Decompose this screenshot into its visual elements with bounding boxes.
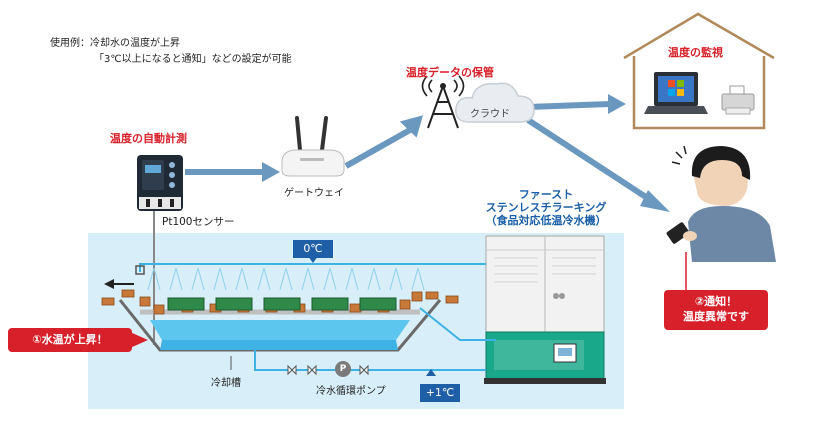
conveyor-direction-arrow [104, 279, 134, 289]
cloud-icon [455, 82, 535, 123]
notice-line-1: ②通知！ [694, 295, 738, 308]
food-packs [167, 297, 397, 311]
gateway-label: ゲートウェイ [284, 188, 344, 199]
sensor-device-icon [137, 155, 183, 211]
outlet-temp-tag: 0℃ [293, 240, 333, 258]
chiller-line-1: ファースト [518, 188, 574, 201]
return-temp-tag: +1℃ [420, 384, 460, 402]
pump-label: 冷水循環ポンプ [316, 386, 386, 397]
arrow-gateway-to-cloud [344, 115, 424, 169]
auto-measure-title: 温度の自動計測 [110, 132, 187, 145]
notice-pointer [685, 252, 687, 292]
arrow-cloud-to-person [526, 117, 670, 212]
sensor-label: Pt100センサー [162, 216, 235, 228]
gateway-router-icon [281, 116, 345, 177]
return-temp-pointer [426, 369, 436, 376]
antenna-tower-icon [421, 75, 465, 129]
chiller-line-2: ステンレスチラーキング [485, 201, 607, 214]
notice-callout: ②通知！ 温度異常です [664, 290, 768, 330]
valve-icon [287, 364, 317, 376]
person-smartphone-icon [666, 145, 776, 262]
cloud-label: クラウド [470, 109, 510, 120]
pump-symbol: P [339, 364, 347, 374]
printer-icon [721, 85, 755, 115]
notice-line-2: 温度異常です [683, 310, 749, 323]
valve-icon-2 [359, 364, 369, 376]
chiller-unit-icon [484, 235, 606, 384]
return-pipe [254, 307, 496, 371]
spray-bar [135, 263, 486, 291]
example-line-2: 「3℃以上になると通知」などの設定が可能 [94, 54, 292, 65]
arrow-sensor-to-gateway [185, 162, 280, 182]
cloud-storage-title: 温度データの保管 [406, 66, 494, 79]
monitoring-title: 温度の監視 [668, 46, 723, 59]
arrow-cloud-to-monitor [527, 94, 626, 114]
tank-alert-callout: ①水温が上昇！ [8, 328, 132, 352]
tank-label: 冷却槽 [211, 378, 241, 389]
example-line-1: 使用例：冷却水の温度が上昇 [50, 38, 180, 49]
pump-icon [335, 361, 351, 377]
laptop-icon [644, 72, 708, 114]
chiller-line-3: （食品対応低温冷水機） [485, 214, 607, 227]
house-icon [623, 12, 775, 130]
tank-alert-pointer [130, 332, 148, 348]
